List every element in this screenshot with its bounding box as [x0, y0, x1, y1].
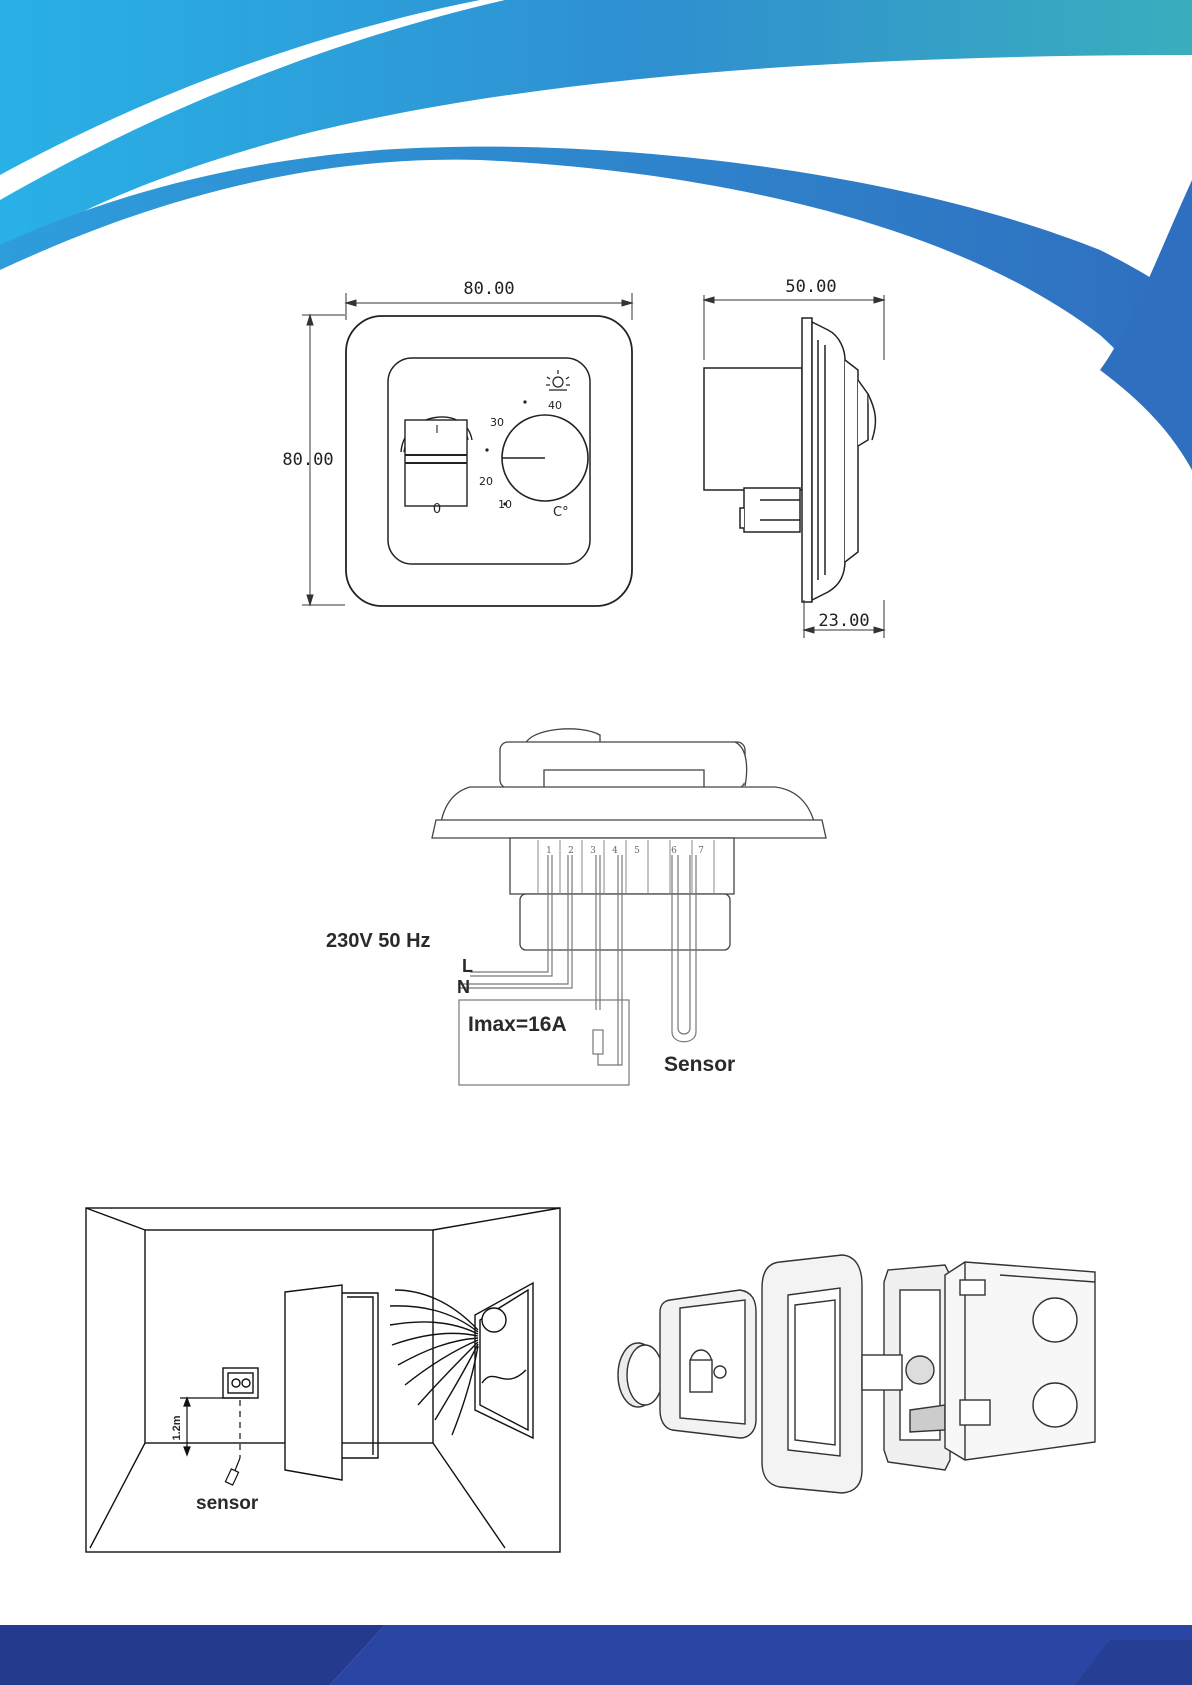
footer-left-block — [0, 1625, 385, 1685]
footer-main-block — [330, 1625, 1192, 1685]
